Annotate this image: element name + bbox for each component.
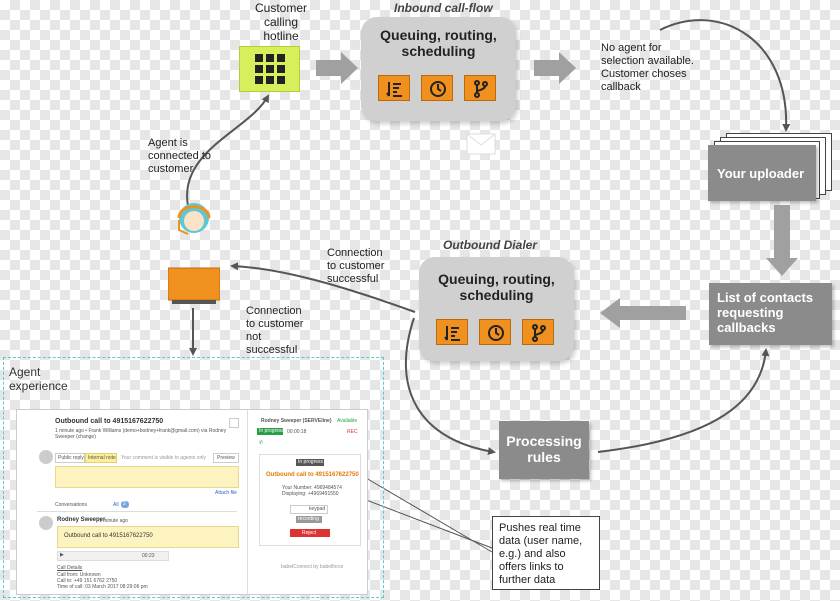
preview-button[interactable]: Preview (213, 453, 239, 463)
tab-public-reply-label: Public reply (58, 455, 84, 461)
widget-call-label: Outbound call to 4915167622750 (266, 472, 359, 478)
all-filter[interactable]: All (113, 502, 119, 508)
agent-headset-icon (167, 203, 221, 304)
line-agent-to-hotline (186, 94, 269, 207)
arrow-list-to-outbound (600, 298, 686, 328)
arrow-uploader-to-list (766, 205, 798, 276)
comment-hint: Your comment is visible to agents only (121, 455, 206, 461)
realtime-callout: Pushes real time data (user name, e.g.) … (492, 516, 600, 590)
contacts-list-label: List of contacts requesting callbacks (717, 290, 814, 335)
note-bubble: Outbound call to 4915167622750 (57, 526, 239, 548)
line-outbound-to-agent (230, 262, 416, 313)
processing-rules-label: Processing rules (506, 433, 582, 465)
in-progress-label: In progress (259, 428, 285, 434)
avatar (39, 516, 53, 530)
customer-label: Customer calling hotline (254, 1, 307, 43)
outbound-title: Outbound Dialer (443, 238, 537, 252)
rec-indicator: REC (347, 429, 358, 435)
phone-icon[interactable]: ✆ (259, 440, 264, 446)
inbound-title: Inbound call-flow (394, 1, 493, 15)
ticket-menu-button[interactable] (229, 418, 239, 428)
comment-input[interactable] (55, 466, 239, 488)
widget-status[interactable]: Available (337, 418, 358, 424)
in-progress-chip: In progress (257, 428, 285, 435)
displaying-number: Displaying: +4969491550 (282, 491, 339, 497)
tab-public-reply[interactable]: Public reply (55, 453, 85, 463)
callout-line-2 (365, 477, 493, 553)
arrow-inbound-to-callback (534, 52, 576, 84)
outbound-box-label: Queuing, routing, scheduling (438, 271, 555, 303)
author-name: Rodney Sweeper (57, 517, 106, 523)
ticket-pane: Outbound call to 4915167622750 1 minute … (17, 410, 248, 594)
line-processing-to-list (597, 348, 770, 453)
ticket-meta-2: Sweeper (change) (55, 434, 96, 440)
your-number: Your Number: 4969484574 (282, 485, 342, 491)
processing-rules-box: Processing rules (499, 421, 589, 479)
call-status-label: In progress (298, 459, 324, 465)
branch-icon (522, 319, 554, 345)
agent-experience-title: Agent experience (9, 365, 68, 393)
call-from: Call from: Unknown (57, 572, 101, 578)
ticket-meta-1: 1 minute ago • Frank Williams (demo+bodn… (55, 428, 227, 434)
contacts-list-box: List of contacts requesting callbacks (709, 283, 832, 345)
line-callback-to-uploader (659, 19, 791, 132)
all-count-label: 2 (123, 501, 126, 507)
clock-icon (421, 75, 453, 101)
play-icon[interactable]: ▶ (60, 552, 64, 558)
uploader-stack: Your uploader (708, 133, 834, 203)
keypad-label: keypad (309, 506, 326, 512)
widget-agent: Rodney Sweeper (SERVEline) (261, 418, 332, 424)
inbound-queuing-box: Queuing, routing, scheduling (361, 17, 516, 121)
agent-experience-panel: Agent experience Outbound call to 491516… (3, 357, 384, 598)
reject-button[interactable]: Reject (290, 529, 330, 537)
connection-fail-label: Connection to customer not successful (246, 305, 304, 356)
keypad-icon (255, 54, 285, 84)
reject-label: Reject (302, 530, 317, 536)
audio-player[interactable]: ▶ 00:23 (57, 551, 169, 561)
call-widget: Rodney Sweeper (SERVEline) Available In … (253, 414, 365, 592)
branch-icon (464, 75, 496, 101)
recording-toggle[interactable]: recording (296, 516, 322, 523)
ticket-heading: Outbound call to 4915167622750 (55, 418, 164, 425)
tab-internal-note-label: Internal note (88, 455, 116, 461)
keypad-button[interactable]: keypad (290, 505, 328, 514)
tab-internal-note[interactable]: Internal note (85, 453, 117, 463)
widget-footer: babelConnect by babelforce (281, 564, 344, 570)
call-details-link[interactable]: Call Details (57, 565, 83, 571)
recording-label: recording (298, 516, 319, 522)
time-of-call: Time of call: 03 March 2017 08:29:06 pm (57, 584, 148, 590)
agent-ui-screenshot: Outbound call to 4915167622750 1 minute … (16, 409, 368, 595)
call-status-badge: In progress (296, 459, 324, 466)
avatar (39, 450, 53, 464)
preview-label: Preview (217, 455, 235, 461)
call-card: In progress Outbound call to 49151676227… (259, 454, 361, 546)
sort-icon (378, 75, 410, 101)
agent-connected-label: Agent is connected to customer (148, 137, 211, 175)
conversations-filter[interactable]: Conversations (55, 502, 87, 508)
uploader-label: Your uploader (717, 166, 805, 181)
no-agent-text: No agent for selection available. Custom… (601, 42, 694, 93)
widget-timer: 00:00:18 (287, 429, 307, 435)
uploader-box: Your uploader (708, 145, 816, 201)
sort-icon (436, 319, 468, 345)
player-time: 00:23 (142, 553, 155, 559)
call-to: Call to: +49 151 6762 2750 (57, 578, 118, 584)
clock-icon (479, 319, 511, 345)
all-count-badge: 2 (121, 501, 129, 508)
author-time: 1 minute ago (99, 518, 128, 524)
outbound-queuing-box: Queuing, routing, scheduling (419, 257, 574, 361)
hotline-keypad (239, 46, 300, 92)
divider (37, 511, 237, 512)
line-outbound-to-processing (405, 317, 496, 455)
note-text: Outbound call to 4915167622750 (64, 533, 153, 539)
inbound-box-label: Queuing, routing, scheduling (380, 27, 497, 59)
arrow-hotline-to-inbound (316, 52, 358, 84)
attach-link[interactable]: Attach file (215, 490, 237, 496)
envelope-icon (466, 133, 496, 155)
agent-avatar (167, 198, 221, 306)
connection-success-label: Connection to customer successful (327, 247, 385, 285)
